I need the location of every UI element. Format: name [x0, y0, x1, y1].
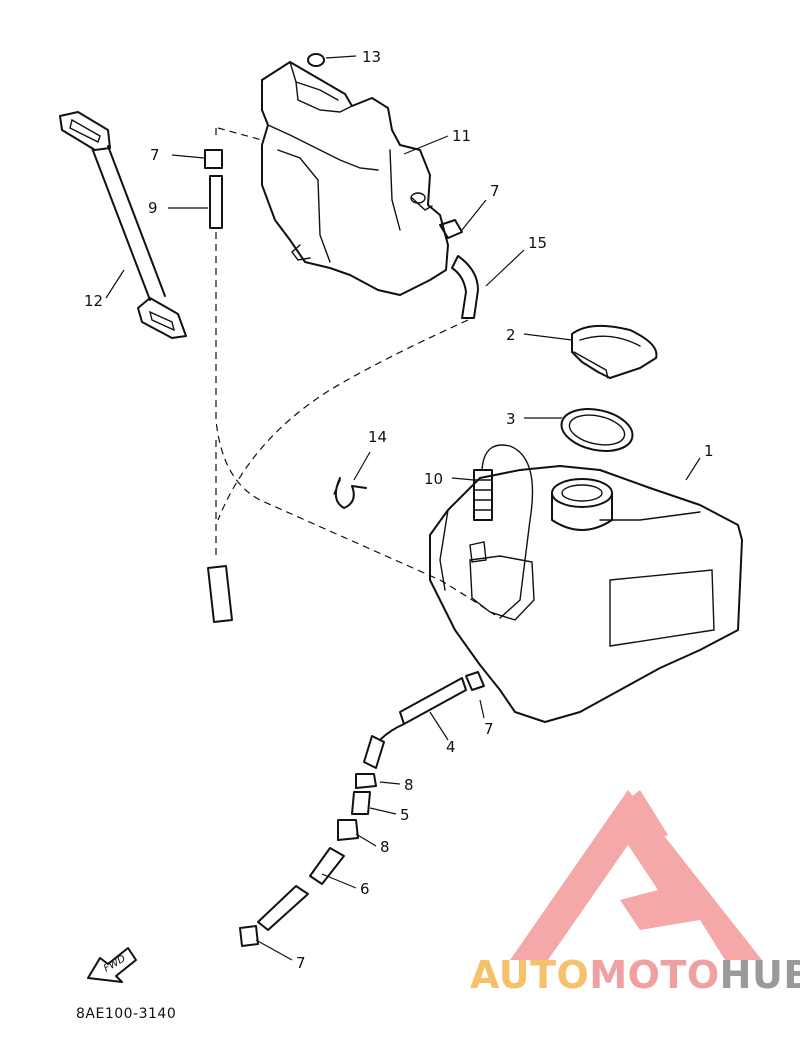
fwd-label: FWD: [102, 953, 128, 974]
callout-1: 1: [704, 442, 714, 460]
brand-auto: AUTO: [470, 953, 589, 997]
callout-7-top: 7: [150, 146, 160, 164]
leader-lines: [105, 55, 701, 961]
callout-6: 6: [360, 880, 370, 898]
callout-13: 13: [362, 48, 381, 66]
callout-5: 5: [400, 806, 410, 824]
tank-strap: [59, 111, 187, 339]
gasket: [560, 408, 634, 452]
callout-8-lower: 8: [380, 838, 390, 856]
svg-text:AUTOMOTOHUB: AUTOMOTOHUB: [470, 953, 800, 997]
callout-8-upper: 8: [404, 776, 414, 794]
callout-2: 2: [506, 326, 516, 344]
overflow-hose: [217, 219, 479, 521]
forward-arrow-icon: FWD: [87, 947, 137, 983]
part-code: 8AE100-3140: [76, 1006, 176, 1022]
callout-labels: 13 11 7 9 7 15 12 2 3 1 10 14 7 4 8 5 8 …: [84, 48, 714, 972]
watermark-brand: AUTOMOTOHUB: [470, 953, 800, 997]
fuel-line-assembly: [239, 671, 485, 947]
callout-7-tank: 7: [484, 720, 494, 738]
brand-moto: MOTO: [589, 953, 719, 997]
callout-15: 15: [528, 234, 547, 252]
callout-12: 12: [84, 292, 103, 310]
watermark-logo: [510, 790, 762, 960]
callout-4: 4: [446, 738, 456, 756]
reserve-tank: [261, 61, 449, 296]
callout-14: 14: [368, 428, 387, 446]
callout-7-right: 7: [490, 182, 500, 200]
reserve-hose-assembly: [204, 127, 496, 623]
callout-10: 10: [424, 470, 443, 488]
reserve-tank-cap: [307, 53, 325, 67]
callout-9: 9: [148, 199, 158, 217]
fuel-tank: [429, 444, 743, 723]
hose-clip: [333, 477, 367, 509]
callout-3: 3: [506, 410, 516, 428]
callout-7-bottom: 7: [296, 954, 306, 972]
fuel-cap: [571, 324, 658, 379]
callout-11: 11: [452, 127, 471, 145]
brand-hub: HUB: [720, 953, 800, 997]
